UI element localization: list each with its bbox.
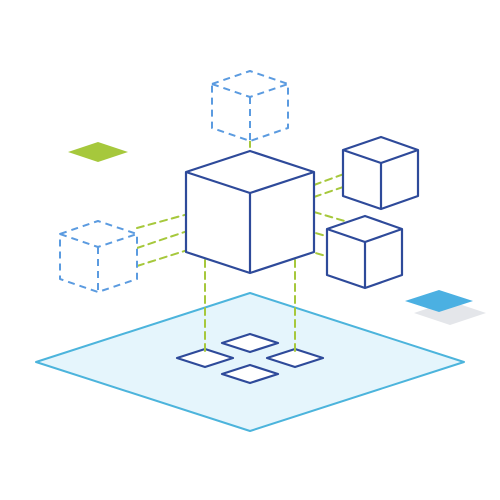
cube-icon-lower-right — [325, 214, 404, 290]
floor-tile-icon — [265, 347, 325, 369]
floor-tile-icon — [220, 332, 280, 354]
dashed-cube-icon-top — [211, 70, 289, 142]
blue-tile-icon — [405, 290, 473, 312]
floor-tiles — [175, 332, 325, 385]
green-tile-icon — [68, 142, 128, 162]
cube-icon-main — [184, 149, 316, 275]
cube-icon-upper-right — [341, 135, 420, 211]
platform-icon — [35, 292, 465, 432]
blue-tile-group — [405, 290, 486, 325]
floor-tile-icon — [175, 347, 235, 369]
floor-tile-icon — [220, 363, 280, 385]
connector-line — [313, 174, 379, 198]
connector-line — [313, 211, 349, 223]
dashed-cube-icon-left — [59, 220, 138, 293]
